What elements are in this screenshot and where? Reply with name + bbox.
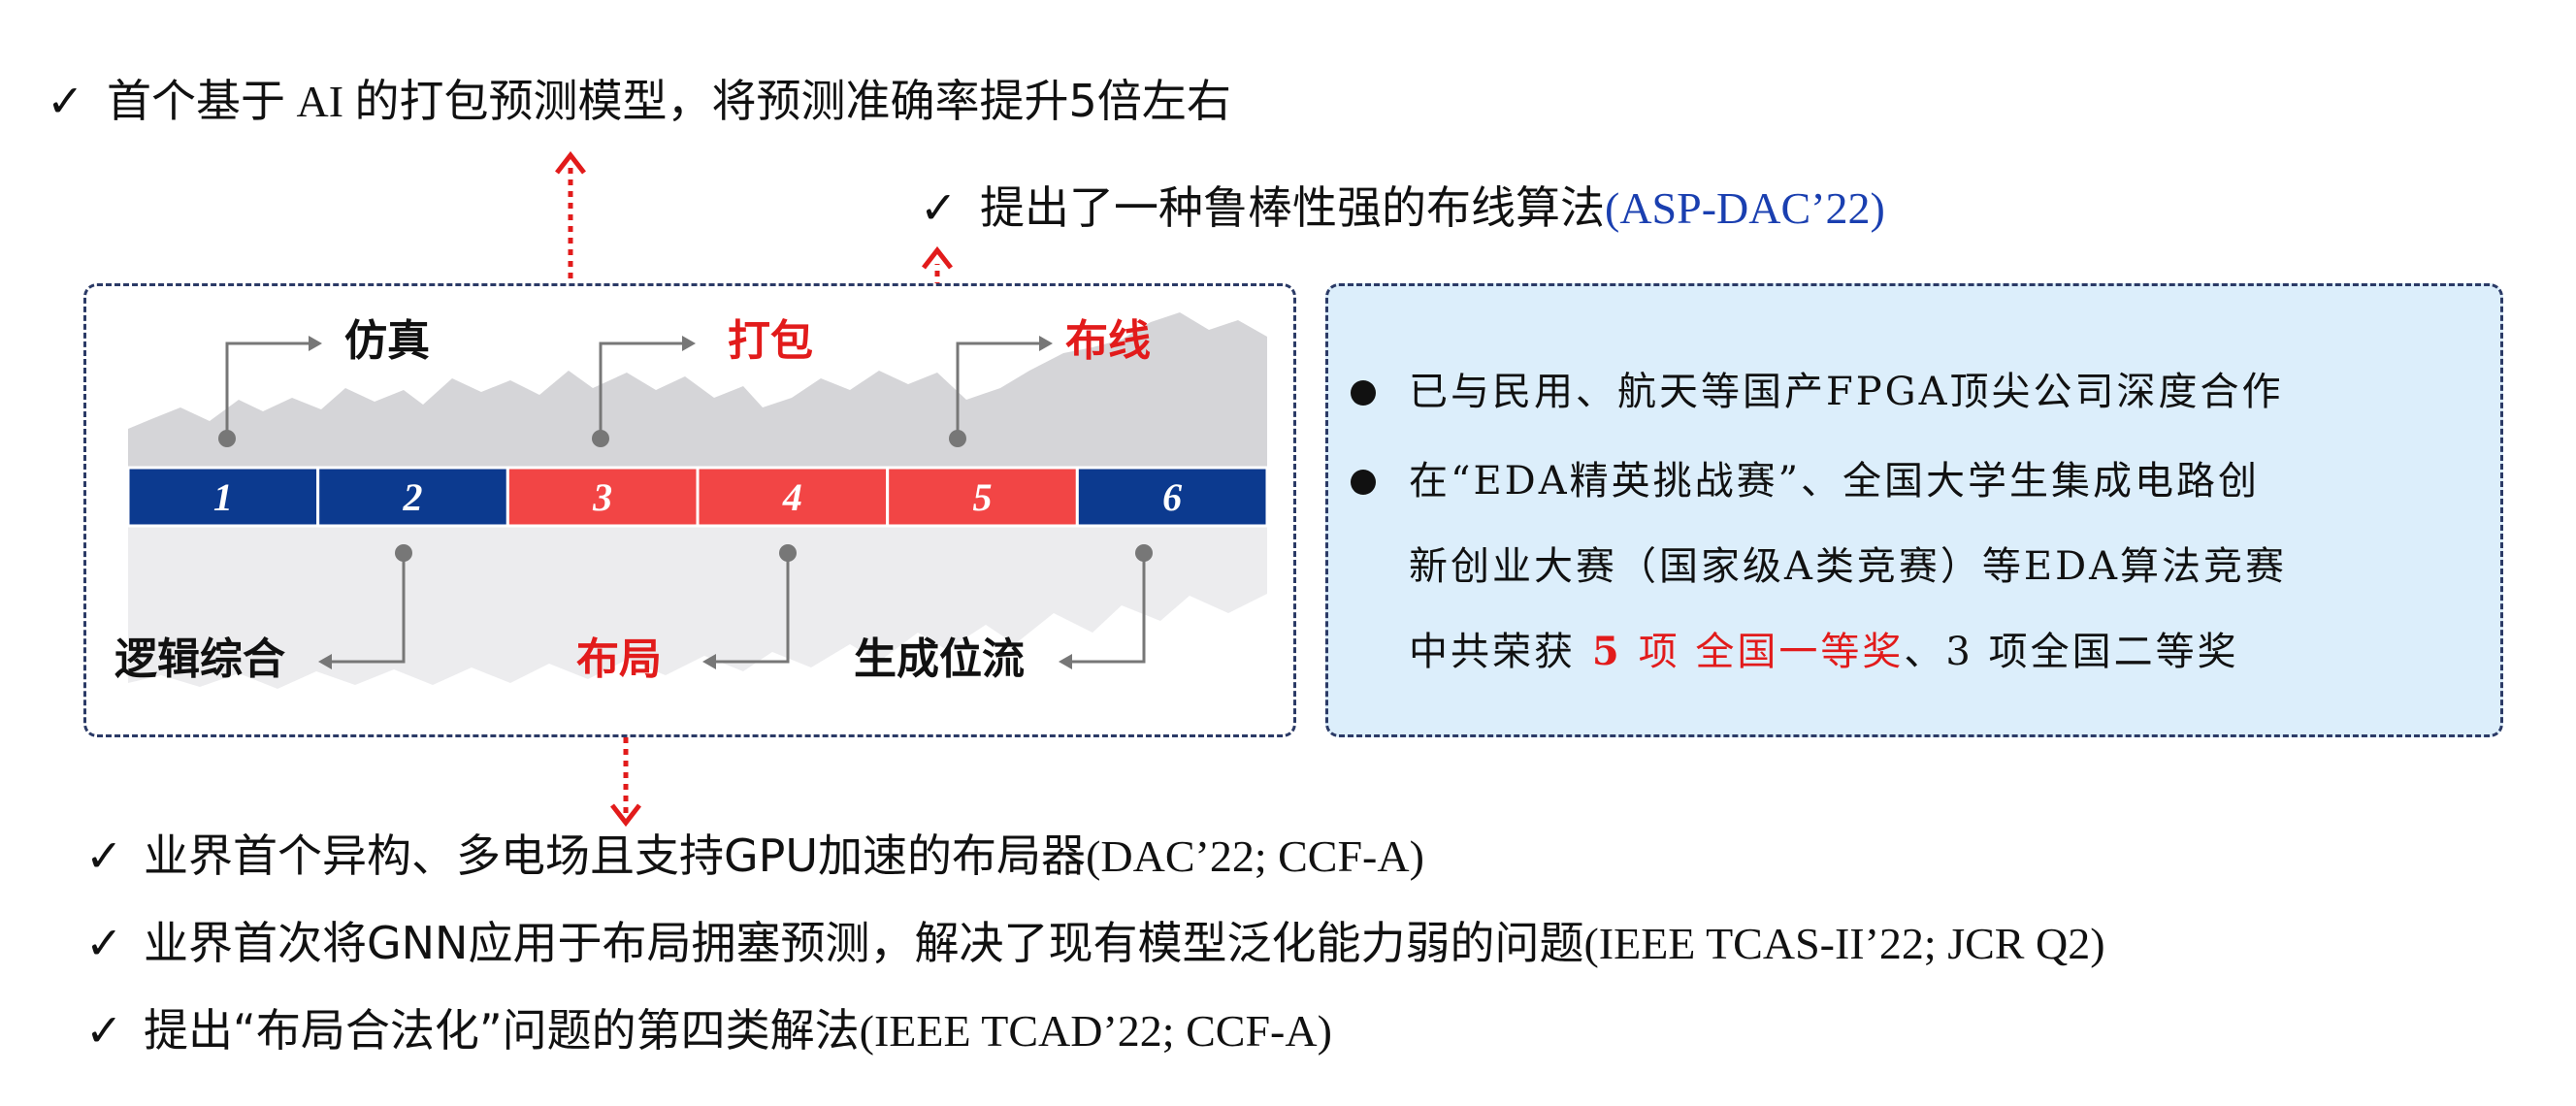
bullet-icon (1351, 380, 1376, 406)
placement-down-arrowhead (610, 803, 641, 828)
placement-arrowhead (702, 654, 716, 669)
flow-segment-number: 4 (782, 475, 802, 519)
synthesis-label: 逻辑综合 (114, 634, 285, 684)
simulation-connector (225, 342, 314, 439)
routing-achievement-text: 提出了一种鲁棒性强的布线算法(ASP-DAC’22) (980, 180, 1885, 236)
placement-achievement-2: 业界首次将GNN应用于布局拥塞预测，解决了现有模型泛化能力弱的问题(IEEE T… (144, 916, 2105, 971)
bitstream-arrowhead (1059, 654, 1072, 669)
bullet-icon (1351, 470, 1376, 495)
packing-label: 打包 (728, 316, 813, 366)
second-line-text: 提出了一种鲁棒性强的布线算法 (980, 181, 1605, 234)
flow-diagram: 1 2 3 4 5 6 (126, 312, 1269, 689)
awards-second: 、3 项全国二等奖 (1904, 630, 2239, 674)
top-line-pre: 首个基于 (107, 75, 285, 127)
bottom-line-2-text: 业界首次将GNN应用于布局拥塞预测，解决了现有模型泛化能力弱的问题 (144, 917, 1584, 969)
bottom-line-3-text: 提出“布局合法化”问题的第四类解法 (144, 1004, 860, 1057)
check-icon: ✓ (920, 181, 958, 234)
flow-segment (505, 466, 700, 528)
flow-segment (696, 466, 890, 528)
simulation-arrowhead (309, 336, 322, 351)
routing-up-arrowhead (922, 245, 953, 270)
packing-connector (599, 342, 688, 439)
flow-segment (1075, 466, 1269, 528)
cooperation-text: 已与民用、航天等国产FPGA顶尖公司深度合作 (1409, 370, 2284, 414)
bottom-line-2-ref: (IEEE TCAS-II’22; JCR Q2) (1583, 919, 2105, 968)
check-icon: ✓ (47, 75, 84, 127)
bitstream-connector (1066, 553, 1146, 664)
packing-node (592, 430, 609, 447)
bottom-line-3-ref: (IEEE TCAD’22; CCF-A) (859, 1006, 1332, 1056)
check-icon: ✓ (85, 917, 123, 969)
placement-achievement-3: 提出“布局合法化”问题的第四类解法(IEEE TCAD’22; CCF-A) (144, 1003, 1332, 1058)
bottom-line-1-text: 业界首个异构、多电场且支持GPU加速的布局器 (144, 830, 1087, 882)
routing-connector (956, 342, 1045, 439)
top-line-ai: AI (285, 77, 355, 126)
simulation-label: 仿真 (344, 316, 430, 366)
synthesis-connector (326, 553, 406, 664)
competition-text-line3: 中共荣获 5 项 全国一等奖、3 项全国二等奖 (1409, 629, 2239, 675)
flow-bar: 1 2 3 4 5 6 (126, 466, 1269, 528)
packing-arrowhead (682, 336, 696, 351)
bitstream-label: 生成位流 (854, 634, 1025, 684)
terrain-silhouette-top (128, 312, 1267, 473)
placement-label: 布局 (576, 634, 662, 684)
awards-first-prize: 项 全国一等奖 (1638, 630, 1905, 674)
placement-node (779, 544, 797, 562)
placement-connector (710, 553, 790, 664)
flow-segment-number: 6 (1162, 475, 1182, 519)
competition-text-line1: 在“EDA精英挑战赛”、全国大学生集成电路创 (1409, 459, 2261, 504)
routing-label: 布线 (1065, 316, 1151, 366)
awards-first-count: 5 (1576, 629, 1639, 674)
flow-segment-number: 2 (403, 475, 423, 519)
packing-achievement-text: 首个基于 AI 的打包预测模型，将预测准确率提升5倍左右 (107, 74, 1231, 129)
bottom-line-1-ref: (DAC’22; CCF-A) (1086, 831, 1424, 881)
second-line-ref: (ASP-DAC’22) (1605, 183, 1885, 233)
flow-segment (126, 466, 320, 528)
routing-node (949, 430, 966, 447)
flow-segment-number: 1 (213, 475, 233, 519)
awards-pre: 中共荣获 (1409, 630, 1576, 674)
terrain-reflection-bottom (128, 524, 1267, 689)
placement-achievement-1: 业界首个异构、多电场且支持GPU加速的布局器(DAC’22; CCF-A) (144, 829, 1424, 884)
top-line-post: 的打包预测模型，将预测准确率提升5倍左右 (354, 75, 1231, 127)
achievements-panel (1325, 283, 2503, 737)
competition-text-line2: 新创业大赛（国家级A类竞赛）等EDA算法竞赛 (1409, 544, 2288, 589)
packing-up-arrowhead (555, 150, 586, 175)
check-icon: ✓ (85, 830, 123, 882)
flow-segment-number: 3 (592, 475, 612, 519)
simulation-node (218, 430, 236, 447)
routing-arrowhead (1039, 336, 1053, 351)
synthesis-node (395, 544, 412, 562)
check-icon: ✓ (85, 1004, 123, 1057)
bitstream-node (1135, 544, 1153, 562)
flow-segment-number: 5 (973, 475, 993, 519)
synthesis-arrowhead (318, 654, 332, 669)
